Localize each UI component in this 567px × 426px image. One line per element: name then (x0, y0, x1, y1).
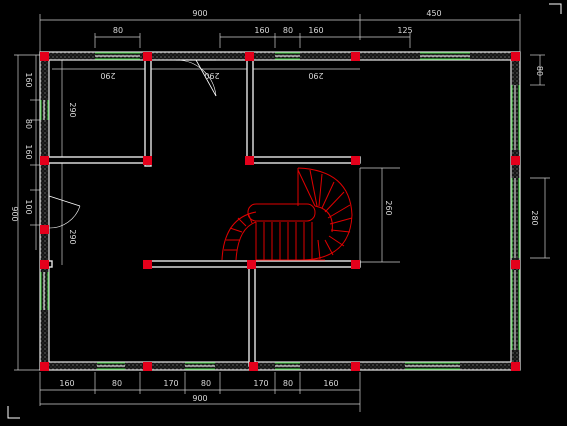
dim-top-seg-3: 80 (283, 26, 293, 35)
dim-left-inner-2: 290 (68, 229, 77, 244)
dim-left-seg-1: 160 (24, 72, 33, 87)
dim-top-total: 900 (192, 9, 207, 18)
column (511, 52, 520, 61)
column (143, 362, 152, 371)
column (351, 260, 360, 269)
dim-top-inner-1: 290 (100, 71, 115, 80)
dim-bottom-seg-5: 170 (253, 379, 268, 388)
dim-bottom-seg-2: 80 (112, 379, 122, 388)
dim-stair-depth: 260 (384, 200, 393, 215)
column (245, 156, 254, 165)
dim-bottom-seg-6: 80 (283, 379, 293, 388)
column (143, 52, 152, 61)
window-top-2 (275, 52, 300, 60)
dim-top-inner-3: 290 (308, 71, 323, 80)
dim-bottom-seg-4: 80 (201, 379, 211, 388)
dim-top-inner-2: 290 (204, 71, 219, 80)
dim-left-seg-2: 80 (24, 119, 33, 129)
dim-bottom-total: 900 (192, 394, 207, 403)
window-top-1 (95, 52, 140, 60)
spiral-staircase (221, 167, 353, 261)
windows (40, 52, 520, 370)
column (511, 156, 520, 165)
window-right-2 (511, 178, 520, 258)
column (511, 362, 520, 371)
interior-walls (45, 55, 361, 367)
dimension-labels: 900 450 80 160 80 160 125 290 290 290 90… (10, 9, 544, 403)
dim-top-seg-2: 160 (254, 26, 269, 35)
door-left (48, 195, 81, 229)
dim-bottom-seg-7: 160 (323, 379, 338, 388)
column (40, 225, 49, 234)
column (40, 260, 49, 269)
right-dimension-chain (360, 54, 550, 263)
dim-top-seg-5: 125 (397, 26, 412, 35)
window-left-2 (40, 272, 49, 310)
dim-left-seg-3: 160 (24, 144, 33, 159)
dim-right-window: 280 (530, 210, 539, 225)
dim-right-top: 80 (535, 66, 544, 76)
door-top (175, 59, 217, 97)
bottom-dimension-chain (39, 372, 361, 412)
columns (40, 52, 520, 371)
dim-top-seg-4: 160 (308, 26, 323, 35)
dim-bottom-seg-3: 170 (163, 379, 178, 388)
exterior-walls (39, 51, 521, 371)
window-top-3 (420, 52, 470, 60)
top-dimension-chain (39, 14, 521, 70)
dim-left-total: 900 (10, 206, 19, 221)
column (511, 260, 520, 269)
column (245, 52, 254, 61)
left-dimension-chain (14, 54, 63, 371)
column (351, 52, 360, 61)
column (247, 260, 256, 269)
dim-bottom-seg-1: 160 (59, 379, 74, 388)
column (351, 362, 360, 371)
window-bottom-2 (185, 362, 215, 370)
dim-left-seg-4: 100 (24, 199, 33, 214)
column (351, 156, 360, 165)
window-bottom-4 (405, 362, 460, 370)
column (40, 52, 49, 61)
window-left-1 (40, 100, 49, 120)
dim-top-right: 450 (426, 9, 441, 18)
column (40, 362, 49, 371)
window-bottom-1 (97, 362, 125, 370)
column (249, 362, 258, 371)
window-right-3 (511, 270, 520, 350)
column (143, 156, 152, 165)
dim-left-inner-1: 290 (68, 102, 77, 117)
column (143, 260, 152, 269)
corner-marks (7, 3, 562, 419)
column (40, 156, 49, 165)
window-right-1 (511, 85, 520, 150)
dim-top-seg-1: 80 (113, 26, 123, 35)
window-bottom-3 (275, 362, 300, 370)
